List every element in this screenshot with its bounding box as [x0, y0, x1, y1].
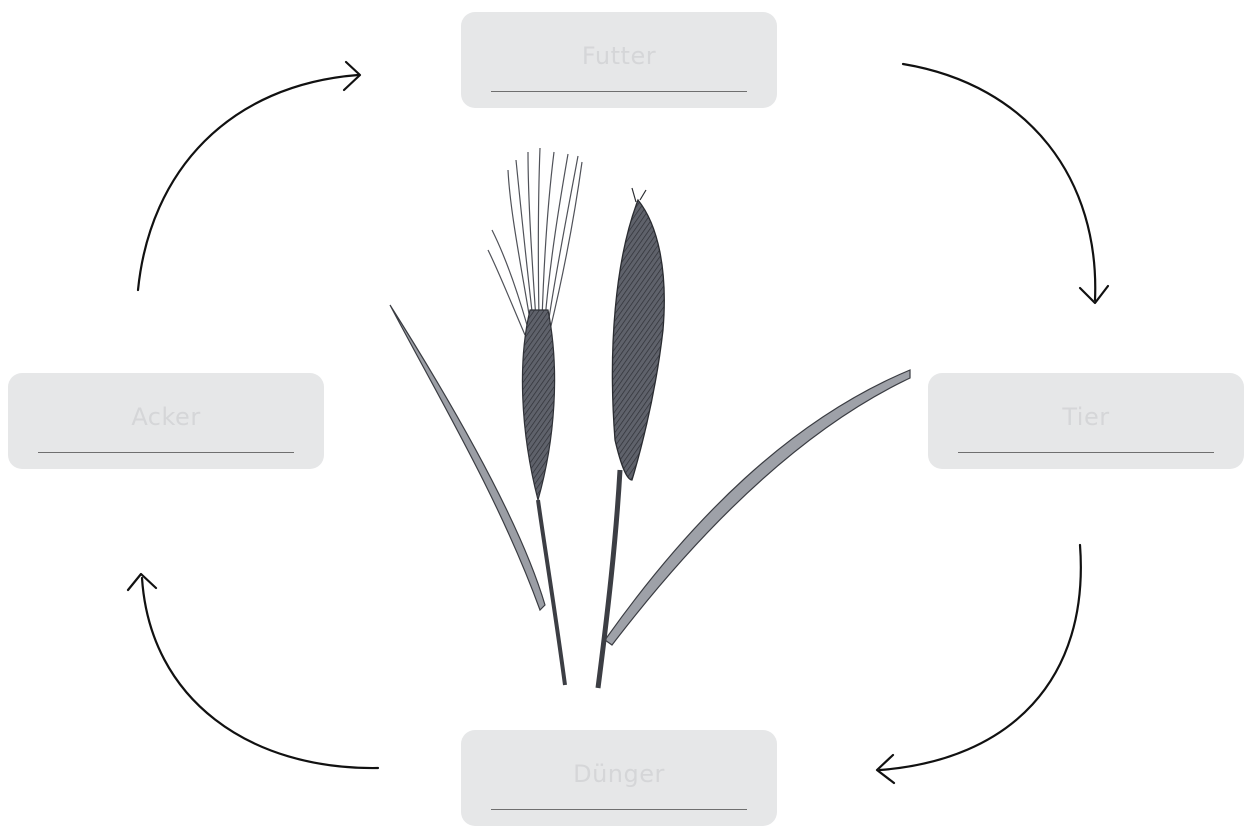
barley-stem: [538, 500, 565, 685]
answer-line: [38, 452, 294, 453]
barley-leaf: [390, 305, 545, 610]
arrowhead-futter-to-tier: [1080, 286, 1108, 303]
arrow-duenger-to-acker: [142, 578, 378, 768]
node-duenger[interactable]: Dünger: [461, 730, 777, 826]
arrow-acker-to-futter: [138, 75, 358, 290]
barley-ear: [522, 310, 554, 500]
node-label: Dünger: [461, 760, 777, 788]
arrow-futter-to-tier: [903, 64, 1095, 300]
node-label: Tier: [928, 403, 1244, 431]
answer-line: [491, 91, 747, 92]
node-futter[interactable]: Futter: [461, 12, 777, 108]
answer-line: [491, 809, 747, 810]
wheat-leaf: [605, 370, 910, 645]
node-tier[interactable]: Tier: [928, 373, 1244, 469]
grain-plant-illustration: [370, 140, 915, 700]
barley-awns: [488, 148, 582, 335]
node-label: Futter: [461, 42, 777, 70]
answer-line: [958, 452, 1214, 453]
node-label: Acker: [8, 403, 324, 431]
wheat-stem: [598, 470, 620, 688]
node-acker[interactable]: Acker: [8, 373, 324, 469]
wheat-ear: [612, 200, 664, 480]
